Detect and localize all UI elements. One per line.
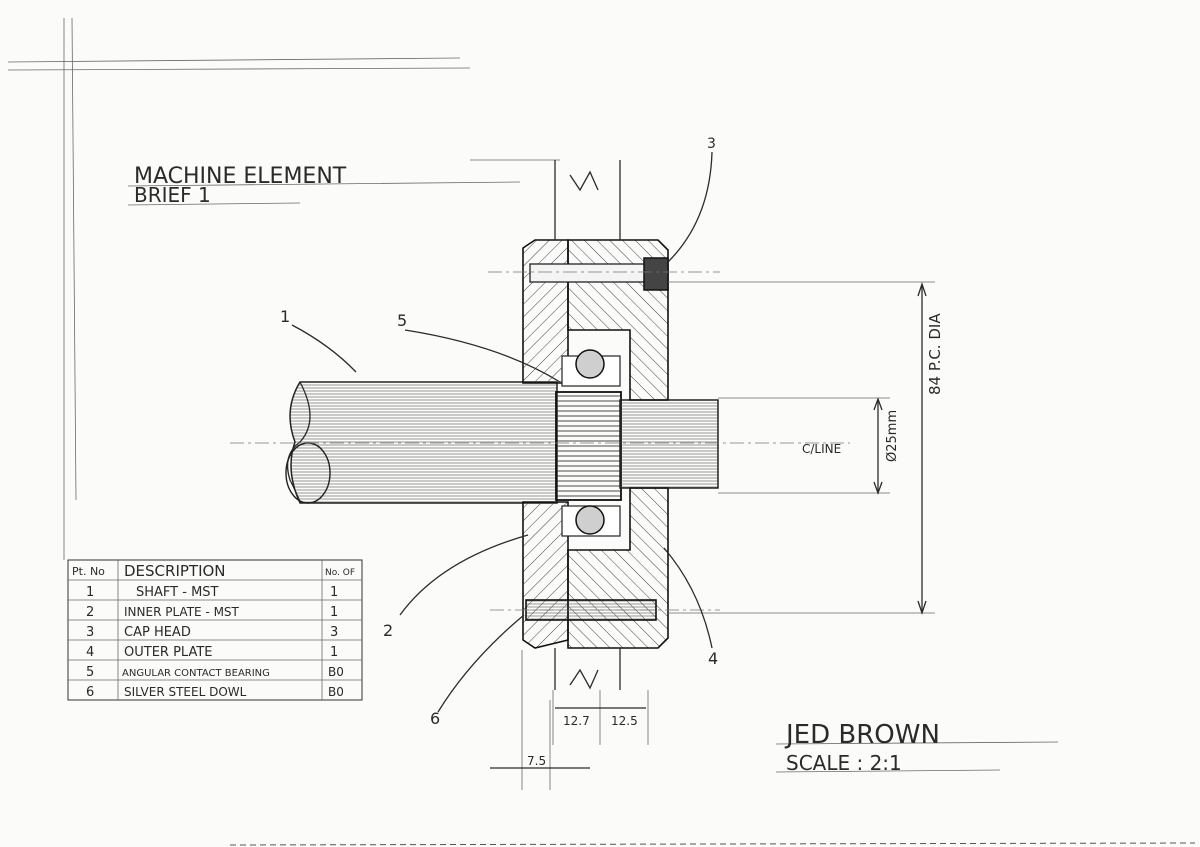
table-row-1-desc: SHAFT - MST <box>136 585 219 600</box>
pcd-label: 84 P.C. DIA <box>926 313 944 395</box>
callout-3: 3 <box>707 136 716 152</box>
parts-table: Pt. No DESCRIPTION No. OF 1 SHAFT - MST … <box>72 562 355 700</box>
author-name: JED BROWN <box>784 720 940 750</box>
cap-head-screw <box>529 257 669 291</box>
table-row-4-qty: 1 <box>330 645 338 660</box>
callout-6: 6 <box>430 709 440 728</box>
parts-table-grid <box>67 559 363 701</box>
table-row-6-qty: B0 <box>328 685 344 699</box>
table-row-6-no: 6 <box>86 685 94 700</box>
table-header-qty: No. OF <box>325 568 355 578</box>
table-row-3-no: 3 <box>86 625 94 640</box>
callout-5: 5 <box>397 311 407 330</box>
title-underlines <box>127 159 560 206</box>
leader-lines <box>291 151 713 713</box>
table-row-5-desc: ANGULAR CONTACT BEARING <box>122 668 270 679</box>
border-lines <box>7 17 1196 846</box>
table-row-2-no: 2 <box>86 605 94 620</box>
dim-12-5: 12.5 <box>611 714 638 728</box>
title-line1: MACHINE ELEMENT <box>134 164 347 189</box>
shaft-dia-label: Ø25mm <box>885 410 900 462</box>
centre-lines <box>230 271 850 611</box>
callout-4: 4 <box>708 649 718 668</box>
table-row-1-qty: 1 <box>330 585 338 600</box>
table-row-5-no: 5 <box>86 665 94 680</box>
table-row-5-qty: B0 <box>328 665 344 679</box>
table-row-2-desc: INNER PLATE - MST <box>124 605 240 619</box>
callout-2: 2 <box>383 621 393 640</box>
table-row-4-no: 4 <box>86 645 94 660</box>
centre-line-label: C/LINE <box>802 442 841 456</box>
signature-lines <box>775 741 1059 773</box>
table-row-3-qty: 3 <box>330 625 338 640</box>
table-row-1-no: 1 <box>86 585 94 600</box>
table-row-6-desc: SILVER STEEL DOWL <box>124 685 247 699</box>
dim-7-5: 7.5 <box>527 754 546 768</box>
dim-12-7: 12.7 <box>563 714 590 728</box>
mounting-wall <box>554 160 621 690</box>
table-row-3-desc: CAP HEAD <box>124 625 191 640</box>
callout-1: 1 <box>280 307 290 326</box>
angular-contact-bearing <box>561 349 621 537</box>
scale-label: SCALE : 2:1 <box>786 751 902 775</box>
title-line2: BRIEF 1 <box>134 183 211 207</box>
table-row-2-qty: 1 <box>330 605 338 620</box>
table-header-description: DESCRIPTION <box>124 562 226 580</box>
table-header-ptno: Pt. No <box>72 565 105 578</box>
table-row-4-desc: OUTER PLATE <box>124 645 213 660</box>
dimension-lines <box>490 281 935 790</box>
